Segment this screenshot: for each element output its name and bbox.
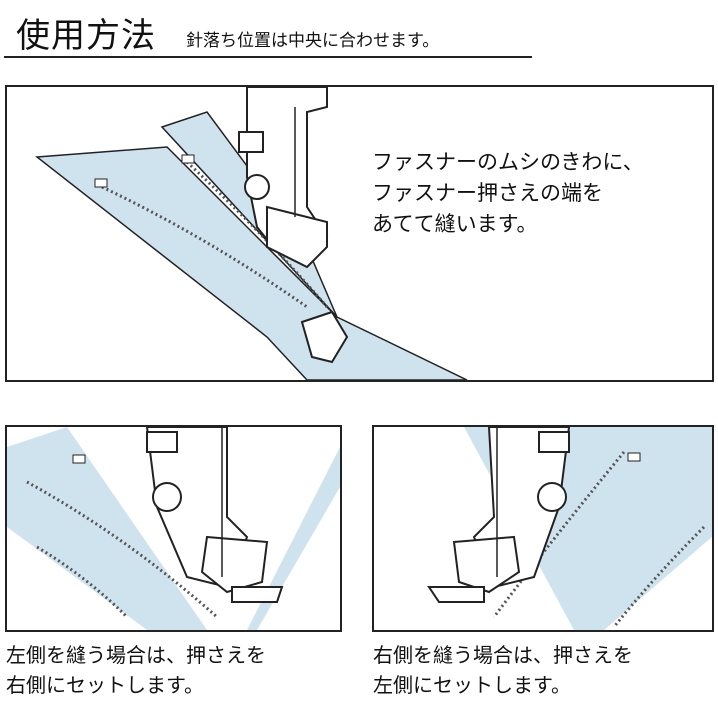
- right-side-caption: 右側を縫う場合は、押さえを 左側にセットします。: [373, 640, 633, 700]
- caption-line: 左側にセットします。: [373, 673, 571, 697]
- instruction-line: あてて縫います。: [372, 212, 538, 236]
- left-side-caption: 左側を縫う場合は、押さえを 右側にセットします。: [6, 640, 266, 700]
- right-side-illustration-panel: [372, 425, 714, 632]
- page-subtitle: 針落ち位置は中央に合わせます。: [186, 31, 440, 51]
- main-instruction: ファスナーのムシのきわに、 ファスナー押さえの端を あてて縫います。: [372, 147, 644, 240]
- instruction-line: ファスナーのムシのきわに、: [372, 150, 644, 174]
- right-sew-illustration: [374, 427, 712, 630]
- caption-line: 左側を縫う場合は、押さえを: [6, 643, 266, 667]
- left-side-illustration-panel: [5, 425, 342, 632]
- instruction-line: ファスナー押さえの端を: [372, 181, 603, 205]
- page-title: 使用方法: [16, 16, 156, 56]
- title-rule: [4, 56, 532, 58]
- zipper-foot-illustration: [35, 87, 468, 380]
- left-sew-illustration: [7, 427, 340, 630]
- caption-line: 右側を縫う場合は、押さえを: [373, 643, 633, 667]
- caption-line: 右側にセットします。: [6, 673, 204, 697]
- main-illustration-panel: ファスナーのムシのきわに、 ファスナー押さえの端を あてて縫います。: [5, 85, 714, 382]
